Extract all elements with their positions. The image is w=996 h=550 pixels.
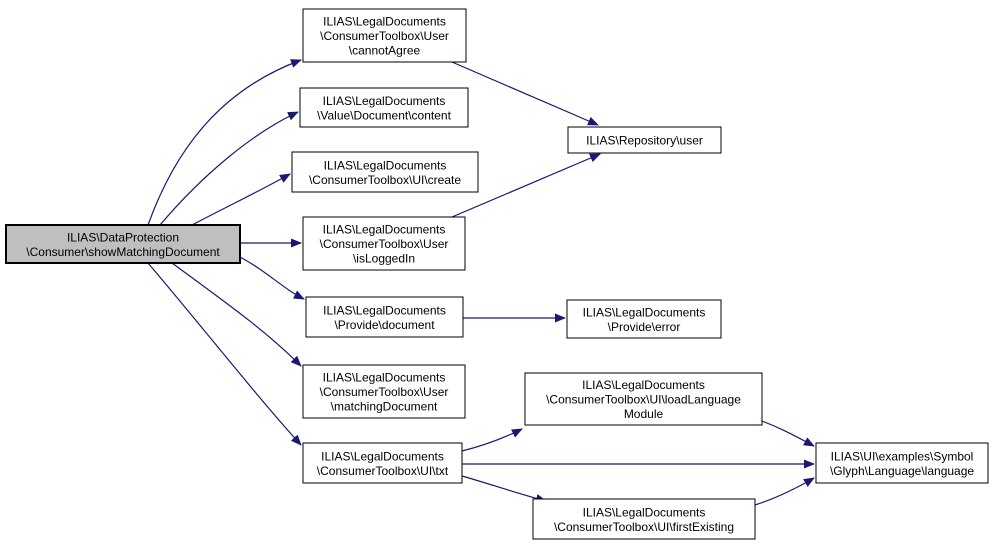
node-label-line: ILIAS\LegalDocuments [583,305,706,319]
node-label-line: \ConsumerToolbox\User [320,385,449,399]
node-label: ILIAS\DataProtection\Consumer\showMatchi… [26,230,220,258]
node-user-is-logged-in[interactable]: ILIAS\LegalDocuments\ConsumerToolbox\Use… [302,216,466,271]
node-repository-user[interactable]: ILIAS\Repository\user [567,126,722,154]
node-box[interactable] [302,364,466,419]
node-glyph-language[interactable]: ILIAS\UI\examples\Symbol\Glyph\Language\… [815,442,989,484]
node-label-line: \isLoggedIn [353,252,415,266]
node-label-line: ILIAS\LegalDocuments [583,505,706,519]
node-user-matching-document[interactable]: ILIAS\LegalDocuments\ConsumerToolbox\Use… [302,364,466,419]
node-label-line: \Value\Document\content [317,108,452,122]
node-ui-txt[interactable]: ILIAS\LegalDocuments\ConsumerToolbox\UI\… [302,442,463,484]
node-label: ILIAS\UI\examples\Symbol\Glyph\Language\… [830,449,974,478]
edge-user-is-logged-in-to-repository-user [451,153,601,218]
node-label-line: \ConsumerToolbox\UI\create [309,173,461,187]
edge-show-matching-document-to-document-content [159,111,299,226]
node-box[interactable] [524,372,763,426]
node-label-line: ILIAS\LegalDocuments [323,371,446,385]
node-label-line: ILIAS\DataProtection [67,230,179,244]
node-label-line: \ConsumerToolbox\UI\txt [317,464,449,478]
node-box[interactable] [566,299,722,339]
node-label-line: \matchingDocument [331,400,438,414]
edge-show-matching-document-to-ui-create [191,173,291,226]
node-box[interactable] [299,87,469,128]
node-box[interactable] [302,8,467,63]
node-label: ILIAS\Repository\user [586,134,703,148]
node-label: ILIAS\LegalDocuments\Value\Document\cont… [317,94,452,123]
node-box[interactable] [302,216,466,271]
node-label-line: \Glyph\Language\language [830,464,974,478]
node-label-line: \Provide\document [334,318,435,332]
edge-show-matching-document-to-user-cannot-agree [147,59,302,226]
node-label: ILIAS\LegalDocuments\ConsumerToolbox\UI\… [309,158,461,187]
node-label: ILIAS\LegalDocuments\Provide\document [323,303,446,332]
node-label: ILIAS\LegalDocuments\Provide\error [583,305,706,334]
edge-ui-first-existing-to-glyph-language [754,477,815,506]
node-label-line: ILIAS\UI\examples\Symbol [831,449,974,463]
node-label-line: ILIAS\LegalDocuments [582,378,705,392]
node-label-line: ILIAS\LegalDocuments [323,94,446,108]
node-ui-load-language-module[interactable]: ILIAS\LegalDocuments\ConsumerToolbox\UI\… [524,372,763,426]
node-label-line: Module [624,407,664,421]
node-label-line: \ConsumerToolbox\UI\firstExisting [554,520,734,534]
node-label-line: \ConsumerToolbox\User [320,237,449,251]
node-ui-first-existing[interactable]: ILIAS\LegalDocuments\ConsumerToolbox\UI\… [532,498,756,540]
edge-ui-txt-to-ui-first-existing [461,475,547,503]
node-label-line: \Provide\error [608,320,681,334]
node-box[interactable] [305,296,464,338]
node-label: ILIAS\LegalDocuments\ConsumerToolbox\Use… [320,371,449,414]
node-label: ILIAS\LegalDocuments\ConsumerToolbox\UI\… [317,449,449,478]
edge-show-matching-document-to-ui-txt [147,262,302,446]
node-box[interactable] [532,498,756,540]
node-ui-create[interactable]: ILIAS\LegalDocuments\ConsumerToolbox\UI\… [291,151,479,193]
node-label: ILIAS\LegalDocuments\ConsumerToolbox\UI\… [554,505,734,534]
node-label: ILIAS\LegalDocuments\ConsumerToolbox\Use… [320,223,449,266]
node-label-line: \ConsumerToolbox\UI\loadLanguage [546,393,741,407]
node-provide-document[interactable]: ILIAS\LegalDocuments\Provide\document [305,296,464,338]
edge-ui-load-language-module-to-glyph-language [761,420,815,447]
node-label-line: ILIAS\LegalDocuments [323,15,446,29]
node-label-line: ILIAS\LegalDocuments [323,223,446,237]
node-label-line: ILIAS\LegalDocuments [321,449,444,463]
node-label-line: ILIAS\LegalDocuments [324,158,447,172]
node-label: ILIAS\LegalDocuments\ConsumerToolbox\UI\… [546,378,741,421]
edge-show-matching-document-to-provide-document [239,256,305,300]
node-label-line: ILIAS\Repository\user [586,134,703,148]
node-label: ILIAS\LegalDocuments\ConsumerToolbox\Use… [320,15,449,58]
node-show-matching-document[interactable]: ILIAS\DataProtection\Consumer\showMatchi… [5,224,241,264]
node-label-line: \Consumer\showMatchingDocument [26,245,220,259]
edge-user-cannot-agree-to-repository-user [451,61,599,126]
node-box[interactable] [291,151,479,193]
node-label-line: \ConsumerToolbox\User [320,29,449,43]
edge-show-matching-document-to-user-matching-document [171,262,302,367]
node-label-line: \cannotAgree [349,44,421,58]
node-user-cannot-agree[interactable]: ILIAS\LegalDocuments\ConsumerToolbox\Use… [302,8,467,63]
edge-ui-txt-to-ui-load-language-module [461,428,523,452]
node-box[interactable] [815,442,989,484]
node-provide-error[interactable]: ILIAS\LegalDocuments\Provide\error [566,299,722,339]
node-box[interactable] [5,224,241,264]
node-document-content[interactable]: ILIAS\LegalDocuments\Value\Document\cont… [299,87,469,128]
node-box[interactable] [567,126,722,154]
node-label-line: ILIAS\LegalDocuments [323,303,446,317]
node-box[interactable] [302,442,463,484]
